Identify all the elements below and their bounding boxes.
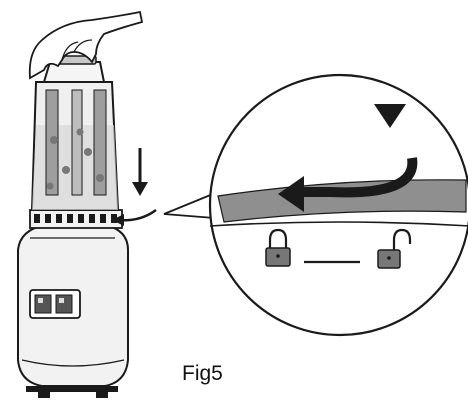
control-panel [29,289,81,319]
lock-closed-icon [265,228,291,267]
blade-coupling-ring [29,209,123,229]
blender-jar [30,81,120,211]
lock-open-icon [377,228,412,269]
figure-caption: Fig5 [182,362,223,385]
small-rotate-arrow-icon [112,208,157,226]
magnified-detail-callout [163,73,468,337]
rotate-counterclockwise-icon [278,157,418,212]
arrow-down-icon [132,148,148,196]
jar-cap [42,55,106,83]
triangle-marker-icon [374,104,406,128]
hand-illustration [28,10,144,80]
